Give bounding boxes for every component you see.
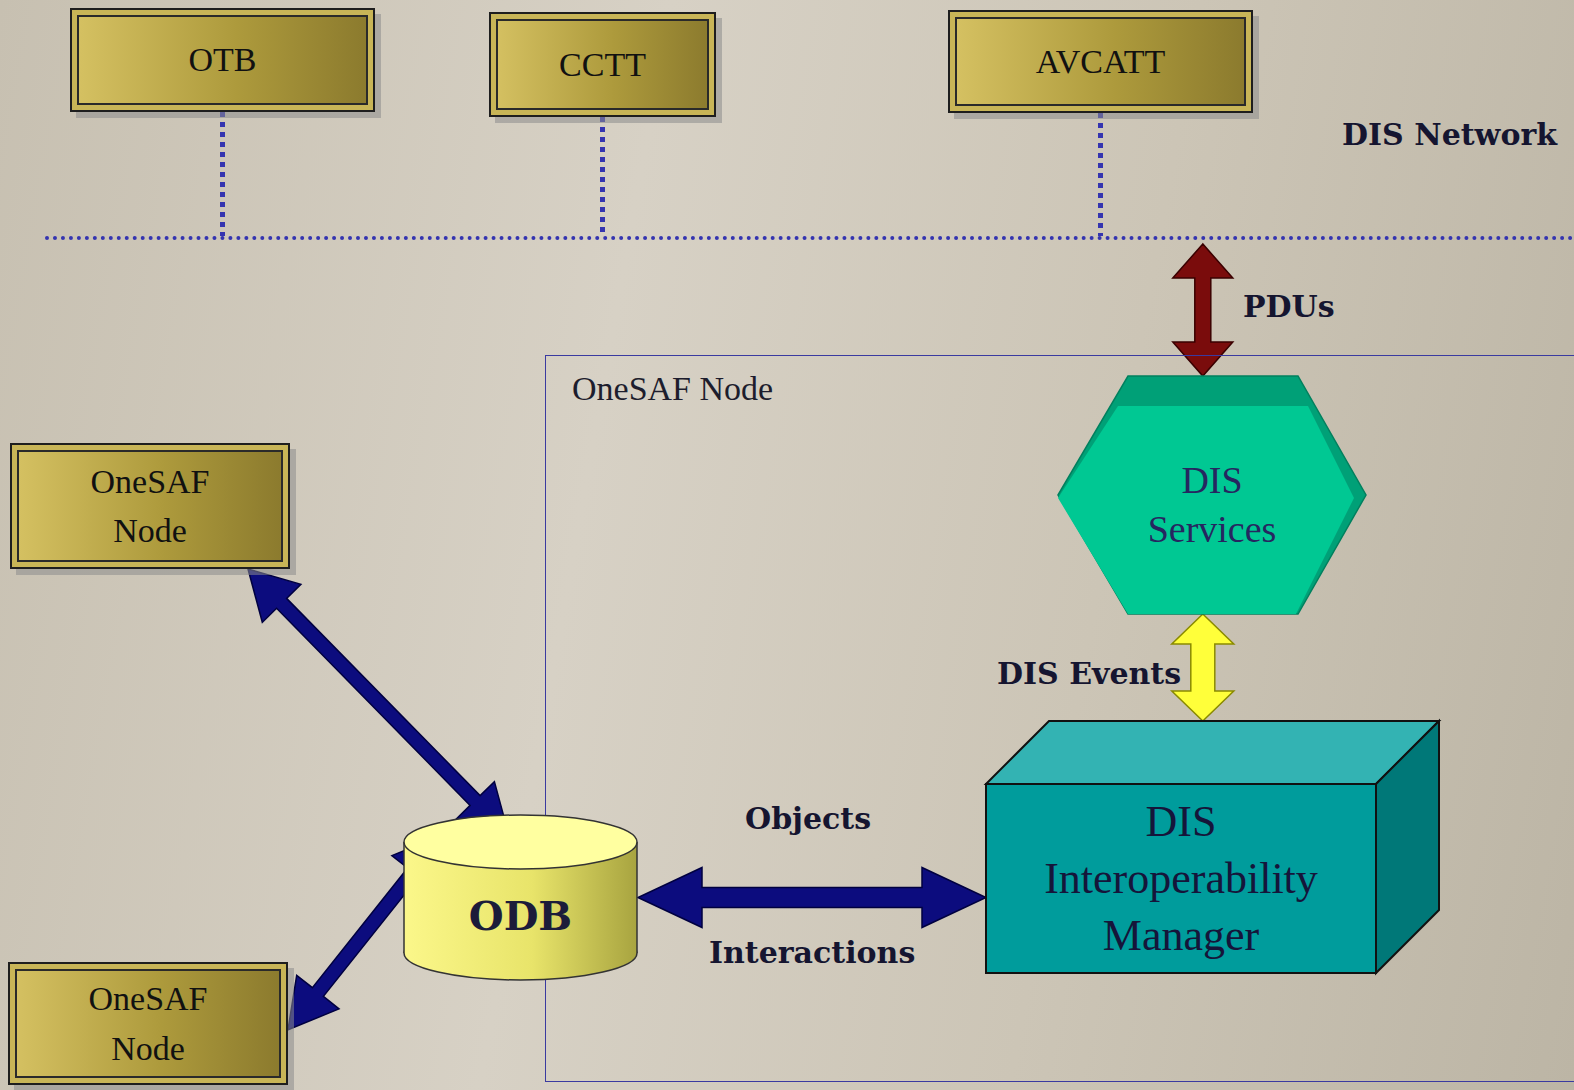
cylinder-top	[404, 815, 637, 869]
node-text: DIS Network	[1342, 117, 1557, 152]
node-text: OneSAF Node	[572, 370, 773, 408]
block-arrow	[638, 868, 986, 928]
node-text: AVCATT	[1036, 37, 1166, 86]
block-side	[1376, 721, 1439, 973]
cylinder-text-holder: ODB	[403, 815, 638, 980]
connector-label: Interactions	[709, 935, 915, 970]
node-text: CCTT	[559, 40, 646, 89]
hexagon-face	[1058, 406, 1354, 614]
block-arrow	[1173, 244, 1233, 376]
manager-block: DIS Interoperability Manager	[986, 721, 1439, 973]
system-box: OneSAF Node	[8, 962, 288, 1085]
hexagon-back	[1058, 376, 1366, 614]
network-bus: DIS Network	[45, 236, 1574, 244]
node-text: OTB	[189, 35, 257, 84]
node-text: DIS Interoperability Manager	[1016, 793, 1346, 965]
network-drop	[1098, 113, 1103, 236]
connector-label: DIS Events	[997, 656, 1181, 691]
network-drop	[600, 117, 605, 236]
network-label-holder: DIS Network	[1342, 117, 1557, 152]
node-text: DIS Services	[1125, 456, 1300, 555]
block-text-holder: DIS Interoperability Manager	[986, 784, 1376, 973]
network-drop	[220, 112, 225, 236]
block-top	[986, 721, 1439, 784]
system-box: CCTT	[489, 12, 716, 117]
system-box: OneSAF Node	[10, 443, 290, 569]
block-arrow	[248, 569, 509, 835]
system-box: OTB	[70, 8, 375, 112]
hexagon-text-holder: DIS Services	[1058, 376, 1366, 614]
cylinder-side	[403, 842, 405, 953]
database-cylinder: ODB	[403, 815, 638, 980]
block-front	[986, 784, 1376, 973]
node-text: OneSAF Node	[60, 457, 240, 556]
service-hexagon: DIS Services	[1058, 376, 1366, 614]
connector-label: PDUs	[1243, 289, 1335, 324]
connector-label: Objects	[745, 801, 871, 836]
boundary-label-holder: OneSAF Node	[572, 370, 773, 408]
node-text: OneSAF Node	[58, 974, 238, 1073]
cylinder-side	[636, 842, 638, 953]
node-text: ODB	[469, 892, 572, 939]
node-boundary: OneSAF NodeDIS ServicesDIS Interoperabil…	[545, 355, 1574, 1082]
system-box: AVCATT	[948, 10, 1253, 113]
